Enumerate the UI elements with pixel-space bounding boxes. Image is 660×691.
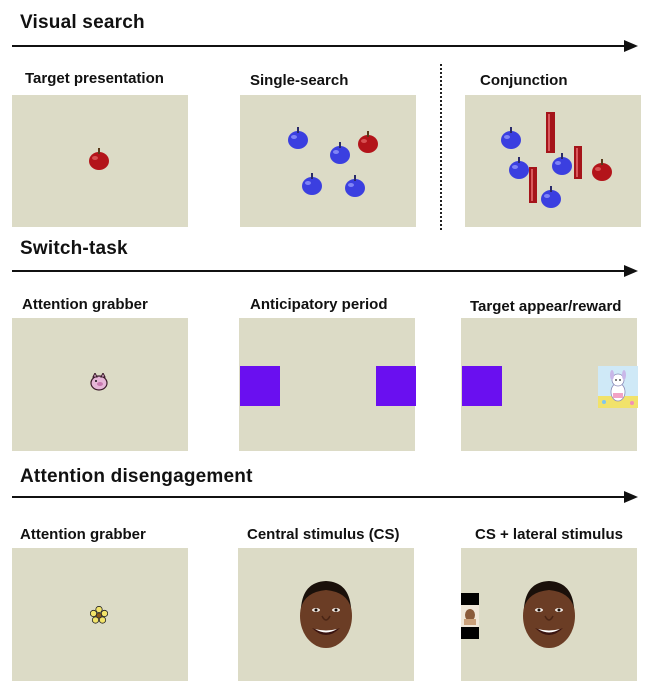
face-stimulus-icon — [523, 581, 575, 648]
reward-cartoon-icon — [598, 366, 638, 408]
panel-single-search — [240, 95, 416, 227]
blue-apple-icon — [345, 175, 365, 197]
timeline-arrow-switch-task — [12, 265, 638, 277]
panel-cs-lateral-stimulus — [461, 548, 637, 681]
panel-attention-grabber-switch — [12, 318, 188, 451]
section-title-switch-task: Switch-task — [20, 238, 128, 259]
panel-label-central-stimulus: Central stimulus (CS) — [247, 526, 400, 543]
divider-dotted-line — [440, 64, 442, 230]
red-apple-icon — [358, 131, 378, 153]
panel-label-anticipatory-period: Anticipatory period — [250, 296, 388, 313]
pig-icon — [90, 373, 108, 391]
section-title-visual-search: Visual search — [20, 12, 145, 33]
timeline-arrow-attention-disengagement — [12, 491, 638, 503]
blue-apple-icon — [288, 127, 308, 149]
panel-label-conjunction: Conjunction — [480, 72, 568, 89]
red-bar-icon — [529, 167, 537, 203]
panel-conjunction — [465, 95, 641, 227]
red-apple-icon — [89, 148, 109, 170]
left-purple-square — [462, 366, 502, 406]
panel-label-single-search: Single-search — [250, 72, 349, 89]
red-bar-icon — [546, 112, 555, 153]
blue-apple-icon — [302, 173, 322, 195]
checkerboard-lateral-stimulus-icon — [461, 593, 479, 639]
panel-target-appear-reward — [461, 318, 638, 451]
panel-central-stimulus — [238, 548, 414, 681]
face-stimulus-icon — [300, 581, 352, 648]
blue-apple-icon — [552, 153, 572, 175]
panel-attention-grabber-disengage — [12, 548, 188, 681]
panel-label-attention-grabber-2: Attention grabber — [20, 526, 146, 543]
left-purple-square — [240, 366, 280, 406]
panel-label-attention-grabber: Attention grabber — [22, 296, 148, 313]
red-bar-icon — [574, 146, 582, 179]
blue-apple-icon — [330, 142, 350, 164]
section-title-attention-disengagement: Attention disengagement — [20, 466, 253, 487]
timeline-arrow-visual-search — [12, 40, 638, 52]
blue-apple-icon — [509, 157, 529, 179]
red-apple-icon — [592, 159, 612, 181]
panel-anticipatory-period — [239, 318, 416, 451]
right-purple-square — [376, 366, 416, 406]
blue-apple-icon — [501, 127, 521, 149]
panel-label-cs-lateral-stimulus: CS + lateral stimulus — [475, 526, 623, 543]
flower-icon — [90, 606, 108, 624]
panel-label-target-presentation: Target presentation — [25, 70, 164, 87]
panel-label-target-appear-reward: Target appear/reward — [470, 298, 622, 315]
blue-apple-icon — [541, 186, 561, 208]
panel-target-presentation — [12, 95, 188, 227]
